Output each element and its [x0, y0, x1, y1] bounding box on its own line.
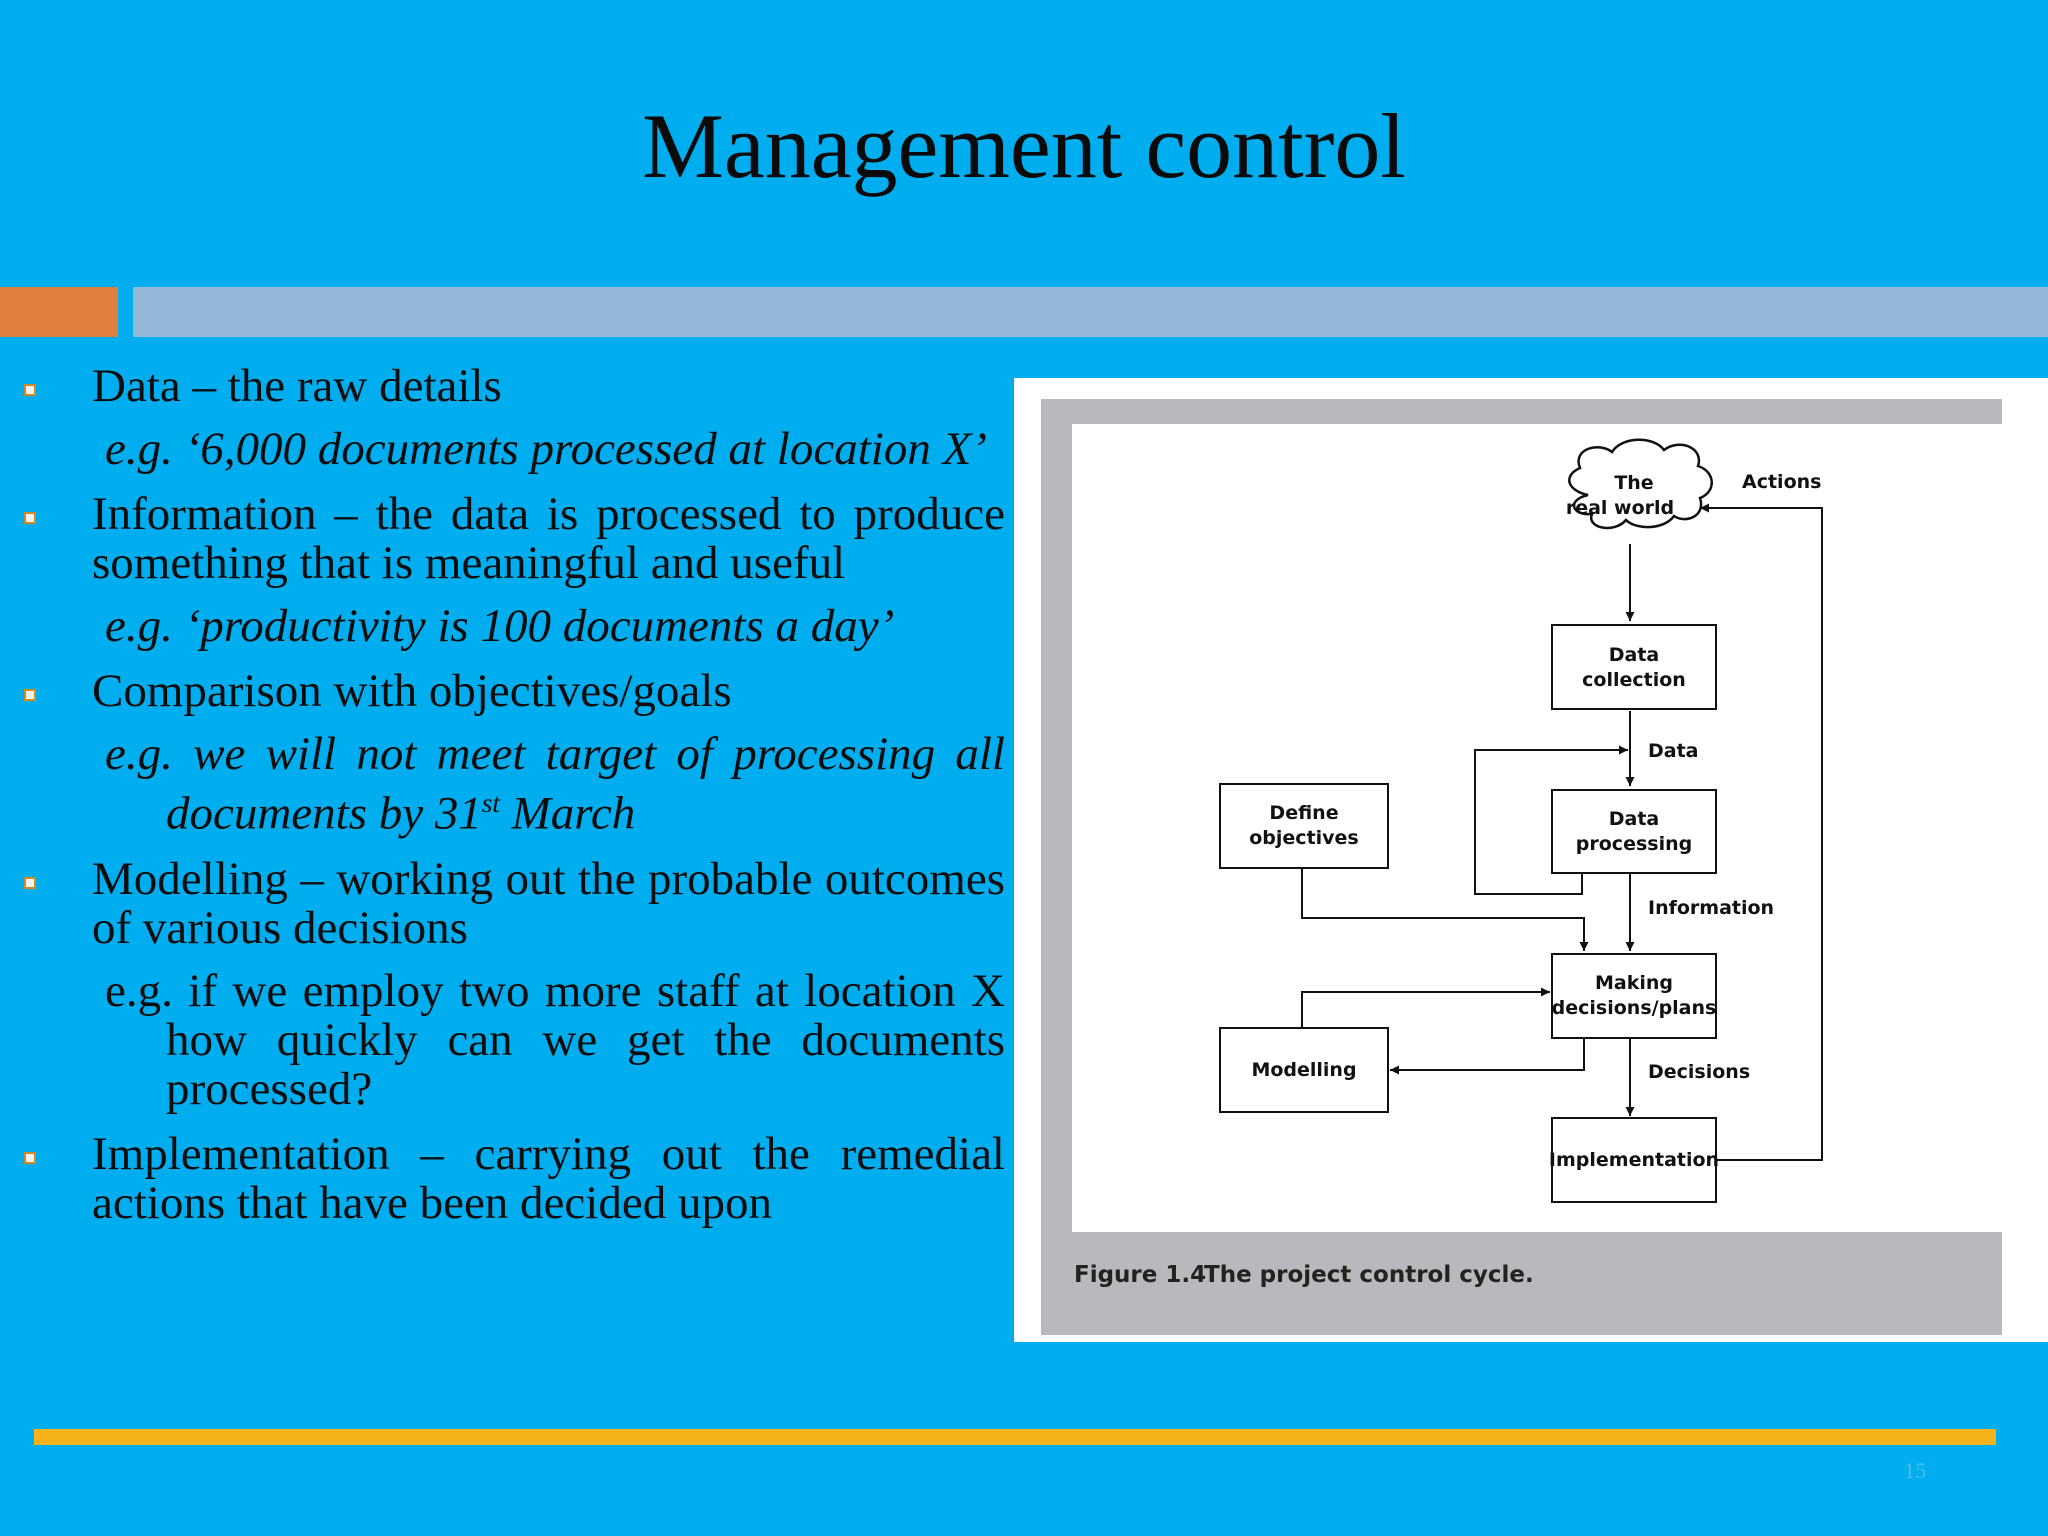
- data-collection-label: collection: [1582, 669, 1686, 691]
- implementation-box: [1551, 1117, 1717, 1203]
- define-objectives-label: objectives: [1249, 827, 1359, 849]
- bullet-text: Comparison with objectives/goals: [92, 665, 732, 717]
- implementation-label: Implementation: [1549, 1149, 1719, 1171]
- data-processing-box: [1551, 789, 1717, 874]
- example-text-end: March: [499, 787, 636, 840]
- bullet-implementation: Implementation – carrying out the remedi…: [20, 1127, 1005, 1229]
- bullet-example: e.g. we will not meet target of processi…: [20, 730, 1005, 839]
- bullet-square-icon: [24, 689, 36, 701]
- information-label: Information: [1648, 897, 1774, 919]
- making-decisions-label: decisions/plans: [1552, 997, 1717, 1019]
- bullet-square-icon: [24, 384, 36, 396]
- diagram-canvas: [1072, 424, 2002, 1232]
- modelling-box: [1219, 1027, 1389, 1113]
- making-decisions-label: Making: [1595, 972, 1673, 994]
- bullet-list: Data – the raw details e.g. ‘6,000 docum…: [20, 362, 1005, 1228]
- diagram-connectors: [1301, 503, 1823, 1161]
- real-world-cloud: [1568, 438, 1713, 530]
- bullet-example: e.g. ‘6,000 documents processed at locat…: [105, 423, 987, 475]
- data-processing-label: Data: [1609, 808, 1660, 830]
- arrow-decisions-to-modelling: [1390, 1038, 1585, 1075]
- decisions-label: Decisions: [1648, 1061, 1750, 1083]
- data-processing-label: processing: [1576, 833, 1692, 855]
- bullet-text: Modelling – working out the probable out…: [92, 852, 1005, 954]
- real-world-label: real world: [1566, 497, 1674, 519]
- bullet-text: Data – the raw details: [92, 360, 502, 412]
- node-labels: The real world Data collection Data proc…: [1249, 472, 1719, 1171]
- arrow-processing-feedback: [1474, 745, 1628, 895]
- title-accent-block: [0, 287, 118, 337]
- bullet-example: e.g. ‘productivity is 100 documents a da…: [105, 600, 895, 652]
- data-collection-box: [1551, 624, 1717, 710]
- arrow-modelling-to-decisions: [1301, 987, 1550, 1030]
- bullet-text: Implementation – carrying out the remedi…: [92, 1127, 1005, 1229]
- actions-label: Actions: [1742, 471, 1821, 493]
- ordinal-suffix: st: [481, 788, 500, 818]
- title-underline-bar: [133, 287, 2048, 337]
- bullet-modelling: Modelling – working out the probable out…: [20, 852, 1005, 954]
- data-flow-label: Data: [1648, 740, 1699, 762]
- define-objectives-label: Define: [1269, 802, 1338, 824]
- diagram-boxes: [1219, 624, 1717, 1203]
- caption-number: Figure 1.4: [1074, 1262, 1206, 1288]
- bullet-text: Information – the data is processed to p…: [92, 488, 1005, 589]
- bullet-square-icon: [24, 512, 36, 524]
- making-decisions-box: [1551, 953, 1717, 1039]
- bullet-comparison: Comparison with objectives/goals: [20, 667, 1005, 716]
- slide-title: Management control: [642, 95, 1406, 197]
- flow-labels: Actions Data Information Decisions: [1648, 471, 1821, 1083]
- bullet-data: Data – the raw details: [20, 362, 1005, 411]
- caption-text: The project control cycle.: [1204, 1262, 1534, 1288]
- bullet-example: e.g. if we employ two more staff at loca…: [105, 964, 1005, 1115]
- slide-number: 15: [1904, 1458, 1926, 1483]
- define-objectives-box: [1219, 783, 1389, 869]
- footer-rule: [34, 1429, 1996, 1445]
- bullet-information: Information – the data is processed to p…: [20, 490, 1005, 588]
- bullet-square-icon: [24, 876, 36, 889]
- bullet-square-icon: [24, 1151, 36, 1164]
- real-world-label: The: [1614, 472, 1653, 494]
- example-text: e.g. we will not meet target of processi…: [105, 728, 1005, 840]
- data-collection-label: Data: [1609, 644, 1660, 666]
- modelling-label: Modelling: [1251, 1059, 1356, 1081]
- arrow-objectives-to-decisions: [1301, 869, 1589, 951]
- figure-caption: Figure 1.4 The project control cycle.: [1074, 1262, 1534, 1288]
- project-control-cycle-figure: The real world Data collection Data proc…: [1014, 378, 2048, 1342]
- figure-diagram: The real world Data collection Data proc…: [1041, 399, 2002, 1335]
- arrow-actions-to-real-world: [1700, 503, 1823, 1161]
